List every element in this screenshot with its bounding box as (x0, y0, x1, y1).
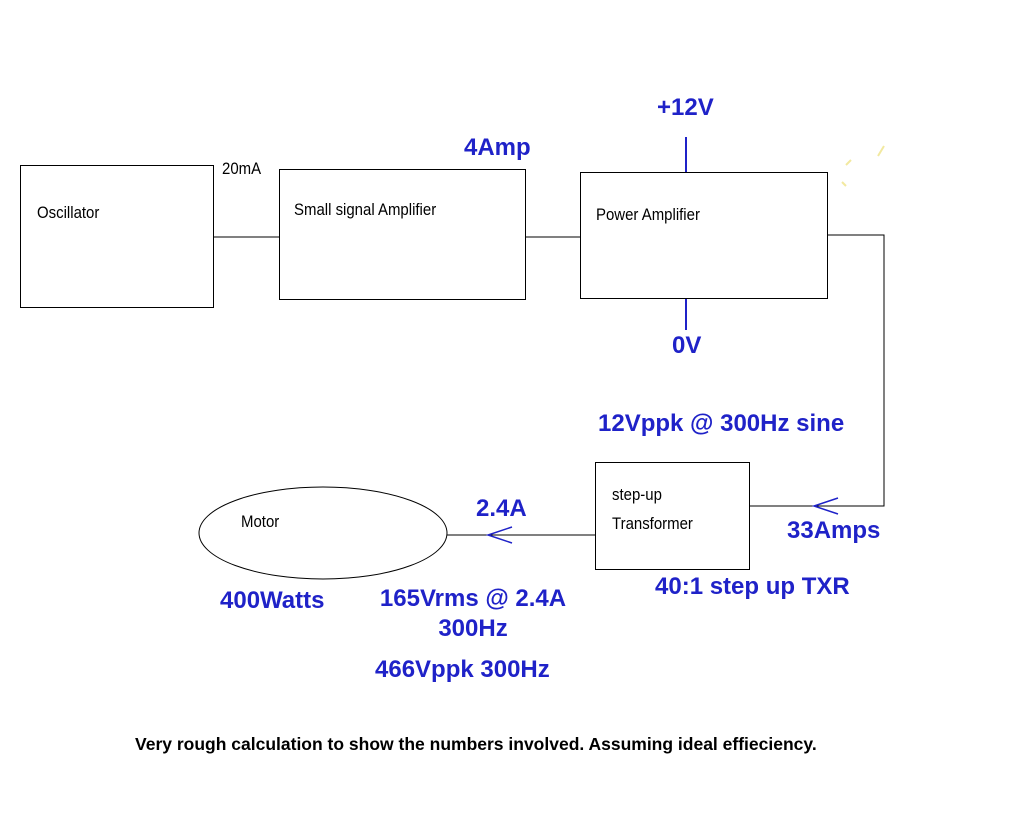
supply-positive-label: +12V (657, 94, 714, 121)
motor-current-label: 2.4A (476, 495, 527, 522)
transformer-ratio-label: 40:1 step up TXR (655, 573, 850, 600)
motor-voltage-label-line2: 300Hz (438, 615, 508, 642)
oscillator-label: Oscillator (37, 203, 100, 222)
motor-peak-voltage-label: 466Vppk 300Hz (375, 656, 550, 683)
arrow-into-transformer (811, 497, 839, 515)
motor-power-label: 400Watts (220, 587, 325, 614)
oscillator-current-label: 20mA (222, 159, 262, 178)
motor-voltage-label-line1: 165Vrms @ 2.4A (379, 585, 567, 612)
footnote: Very rough calculation to show the numbe… (135, 734, 817, 754)
motor-label: Motor (241, 512, 280, 531)
motor-ellipse (198, 486, 448, 580)
small-amp-current-label: 4Amp (464, 134, 531, 161)
signal-spec-label: 12Vppk @ 300Hz sine (598, 410, 845, 437)
power-amplifier-block (580, 172, 828, 299)
arrow-into-motor (485, 526, 513, 544)
supply-zero-label: 0V (672, 332, 702, 359)
power-amplifier-label: Power Amplifier (596, 205, 700, 224)
oscillator-block (20, 165, 214, 308)
faint-mark (841, 145, 885, 187)
wire-power-amp-to-transformer (749, 234, 885, 507)
transformer-label-line2: Transformer (612, 514, 693, 533)
small-signal-amplifier-label: Small signal Amplifier (294, 200, 437, 219)
transformer-input-current-label: 33Amps (787, 517, 881, 544)
transformer-label-line1: step-up (612, 485, 662, 504)
transformer-block (595, 462, 750, 570)
small-signal-amplifier-block (279, 169, 526, 300)
